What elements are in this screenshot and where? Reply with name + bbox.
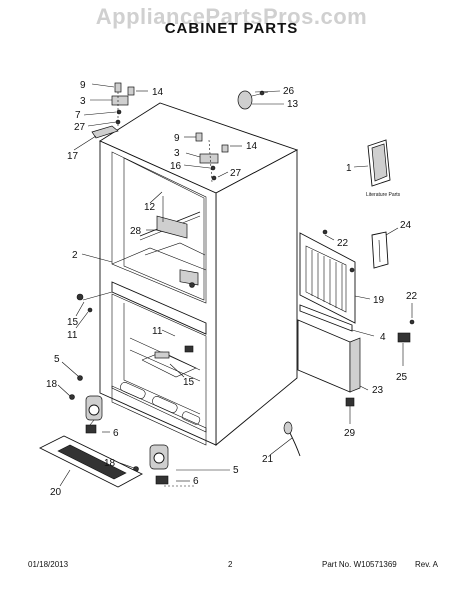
- left-top-hinge-assembly: [91, 82, 135, 139]
- callout-9: 9: [174, 133, 180, 144]
- callout-22: 22: [406, 291, 418, 302]
- part-21: [283, 421, 301, 457]
- callout-23: 23: [372, 385, 384, 396]
- callout-16: 16: [170, 161, 182, 172]
- watermark: AppliancePartsPros.com: [95, 4, 368, 29]
- footer-part-number: Part No. W10571369: [322, 560, 397, 569]
- callout-21: 21: [262, 454, 274, 465]
- callout-6: 6: [193, 476, 199, 487]
- callout-22: 22: [337, 238, 349, 249]
- part-24: [371, 231, 389, 269]
- callout-3: 3: [174, 148, 180, 159]
- toe-grille: [38, 435, 143, 488]
- callout-29: 29: [344, 428, 356, 439]
- part-25: [397, 319, 415, 343]
- callout-27: 27: [230, 168, 242, 179]
- part-29: [345, 397, 355, 407]
- fresh-food-opening: [111, 151, 207, 304]
- page-title: CABINET PARTS: [164, 20, 299, 37]
- left-roller-assembly: [69, 375, 103, 434]
- callout-labels: 9 14 3 7 27 17 26 13 9 14 3 16 27 1 12 2…: [46, 80, 418, 498]
- mullion: [111, 281, 207, 335]
- callout-25: 25: [396, 372, 408, 383]
- callout-1: 1: [346, 163, 352, 174]
- callout-17: 17: [67, 151, 79, 162]
- callout-12: 12: [144, 202, 156, 213]
- callout-24: 24: [400, 220, 412, 231]
- right-roller-assembly: [133, 444, 196, 487]
- callout-5: 5: [54, 354, 60, 365]
- callout-18: 18: [104, 458, 116, 469]
- callout-28: 28: [130, 226, 142, 237]
- callout-18: 18: [46, 379, 58, 390]
- callout-26: 26: [283, 86, 295, 97]
- cabinet-right-side: [215, 149, 298, 446]
- footer-page: 2: [228, 560, 233, 569]
- rear-access-panel: [299, 229, 356, 324]
- callout-11: 11: [152, 326, 163, 337]
- cabinet: [99, 102, 299, 446]
- callout-11: 11: [67, 330, 78, 341]
- callout-14: 14: [152, 87, 164, 98]
- callout-4: 4: [380, 332, 386, 343]
- callout-19: 19: [373, 295, 385, 306]
- hinge-cover-assembly: [237, 90, 269, 110]
- callout-6: 6: [113, 428, 119, 439]
- callout-15: 15: [67, 317, 79, 328]
- callout-7: 7: [75, 110, 81, 121]
- callout-9: 9: [80, 80, 86, 91]
- leader-lines: [57, 83, 413, 487]
- callout-14: 14: [246, 141, 258, 152]
- callout-5: 5: [233, 465, 239, 476]
- side-bracket-left: [76, 291, 113, 313]
- callout-3: 3: [80, 96, 86, 107]
- footer-revision: Rev. A: [415, 560, 438, 569]
- callout-2: 2: [72, 250, 78, 261]
- callout-13: 13: [287, 99, 299, 110]
- callout-15: 15: [183, 377, 195, 388]
- literature-parts: Literature Parts: [366, 139, 401, 198]
- literature-label: Literature Parts: [366, 192, 401, 198]
- callout-20: 20: [50, 487, 62, 498]
- fresh-food-liner: [123, 157, 205, 301]
- light-housing: [156, 215, 188, 239]
- center-top-hinge-assembly: [195, 132, 229, 183]
- callout-27: 27: [74, 122, 86, 133]
- base-panel-assembly: [297, 304, 361, 393]
- footer-date: 01/18/2013: [28, 560, 69, 569]
